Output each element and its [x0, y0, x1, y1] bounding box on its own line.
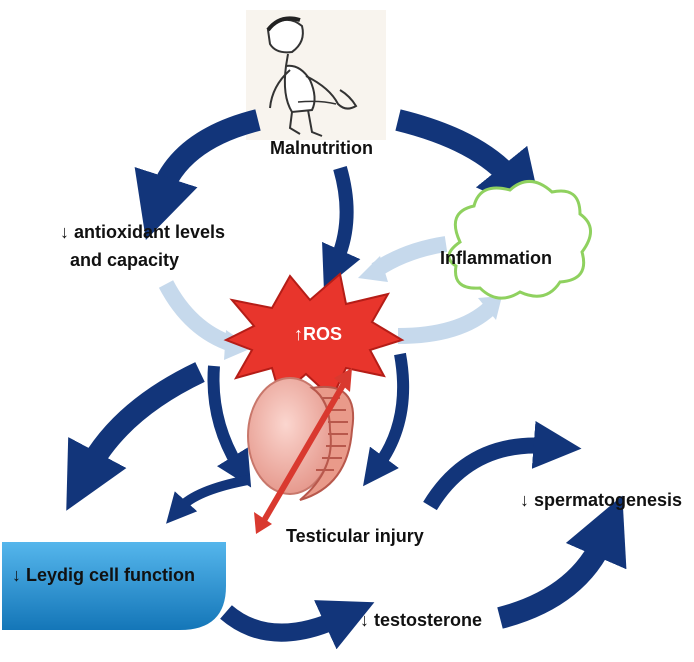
- inflammation-label: Inflammation: [440, 248, 553, 268]
- arrow-ros-to-inflammation-head: [478, 296, 502, 320]
- red-diagonal-arrow-head-bottom: [254, 512, 272, 534]
- arrow-testosterone-to-spermatogenesis: [497, 495, 627, 629]
- ros-label: ↑ROS: [294, 324, 343, 344]
- testis-icon: [247, 377, 355, 501]
- antioxidant-label-line1: ↓ antioxidant levels: [60, 222, 226, 242]
- antioxidant-label-line2: and capacity: [70, 250, 180, 270]
- arrow-ros-to-inflammation: [397, 301, 496, 344]
- arrow-ros-to-leydig: [66, 362, 205, 511]
- malnourished-child-icon: [246, 10, 386, 140]
- inflammation-cloud: [447, 180, 592, 300]
- arrow-malnutrition-to-ros: [322, 166, 361, 289]
- spermatogenesis-label: ↓ spermatogenesis: [520, 490, 683, 510]
- arrow-testis-to-leydig: [166, 475, 249, 524]
- arrow-antioxidant-to-ros: [158, 280, 235, 352]
- testosterone-label: ↓ testosterone: [360, 610, 483, 630]
- arrow-ros-to-testis-right: [363, 352, 410, 487]
- leydig-cell-function-label: ↓ Leydig cell function: [12, 565, 196, 585]
- arrow-testicular-injury-to-spermatogenesis: [423, 420, 582, 511]
- ros-burst-shape: [223, 272, 405, 400]
- arrow-inflammation-to-ros-head: [358, 256, 388, 282]
- testicular-injury-label: Testicular injury: [286, 526, 424, 546]
- red-diagonal-arrow-head-top: [334, 368, 352, 392]
- arrow-malnutrition-to-inflammation: [395, 109, 544, 218]
- arrow-malnutrition-to-antioxidant: [134, 109, 261, 240]
- arrow-leydig-to-testosterone: [220, 600, 375, 650]
- malnutrition-label: Malnutrition: [270, 138, 373, 158]
- red-diagonal-arrow: [259, 378, 349, 526]
- arrow-inflammation-to-ros: [371, 236, 448, 277]
- leydig-cell-function-box: [2, 542, 226, 630]
- arrow-ros-to-testis-left: [207, 365, 252, 488]
